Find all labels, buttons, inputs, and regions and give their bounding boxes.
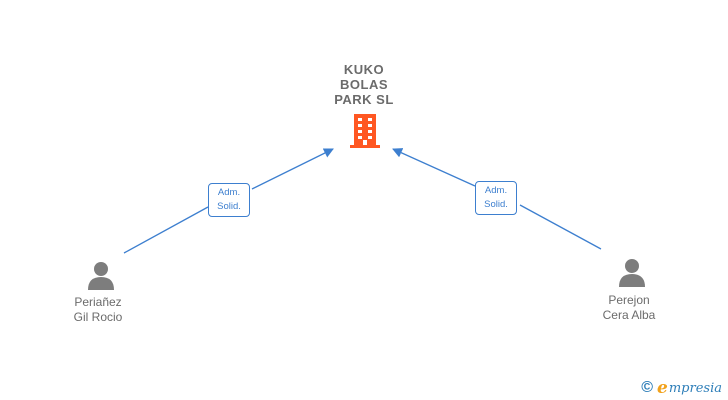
person-name-line: Periañez <box>74 295 122 309</box>
person-icon[interactable] <box>617 257 647 287</box>
copyright-symbol: © <box>641 379 654 396</box>
edge-right <box>393 149 602 250</box>
relation-label-line: Adm. <box>484 185 508 196</box>
company-name-line: BOLAS <box>340 77 388 92</box>
relation-label-line: Solid. <box>217 201 241 212</box>
person-name-left[interactable]: Periañez Gil Rocio <box>43 295 153 325</box>
person-name-line: Cera Alba <box>602 308 656 322</box>
person-name-right[interactable]: Perejon Cera Alba <box>574 293 684 323</box>
person-icon[interactable] <box>86 260 116 290</box>
brand-wordmark: mpresia <box>668 380 722 396</box>
person-name-line: Gil Rocio <box>73 310 123 324</box>
relation-label-line: Solid. <box>484 199 508 210</box>
person-name-line: Perejon <box>608 293 650 307</box>
relation-label-line: Adm. <box>217 187 241 198</box>
company-name-line: PARK SL <box>334 92 394 107</box>
company-name-line: KUKO <box>343 62 385 77</box>
relation-label-left[interactable]: Adm. Solid. <box>208 183 250 217</box>
company-name[interactable]: KUKO BOLAS PARK SL <box>314 62 414 107</box>
edge-left <box>123 149 333 254</box>
building-icon[interactable] <box>349 113 381 149</box>
relation-label-right[interactable]: Adm. Solid. <box>475 181 517 215</box>
brand-logo: © e mpresia <box>641 378 722 398</box>
brand-initial: e <box>657 378 668 398</box>
